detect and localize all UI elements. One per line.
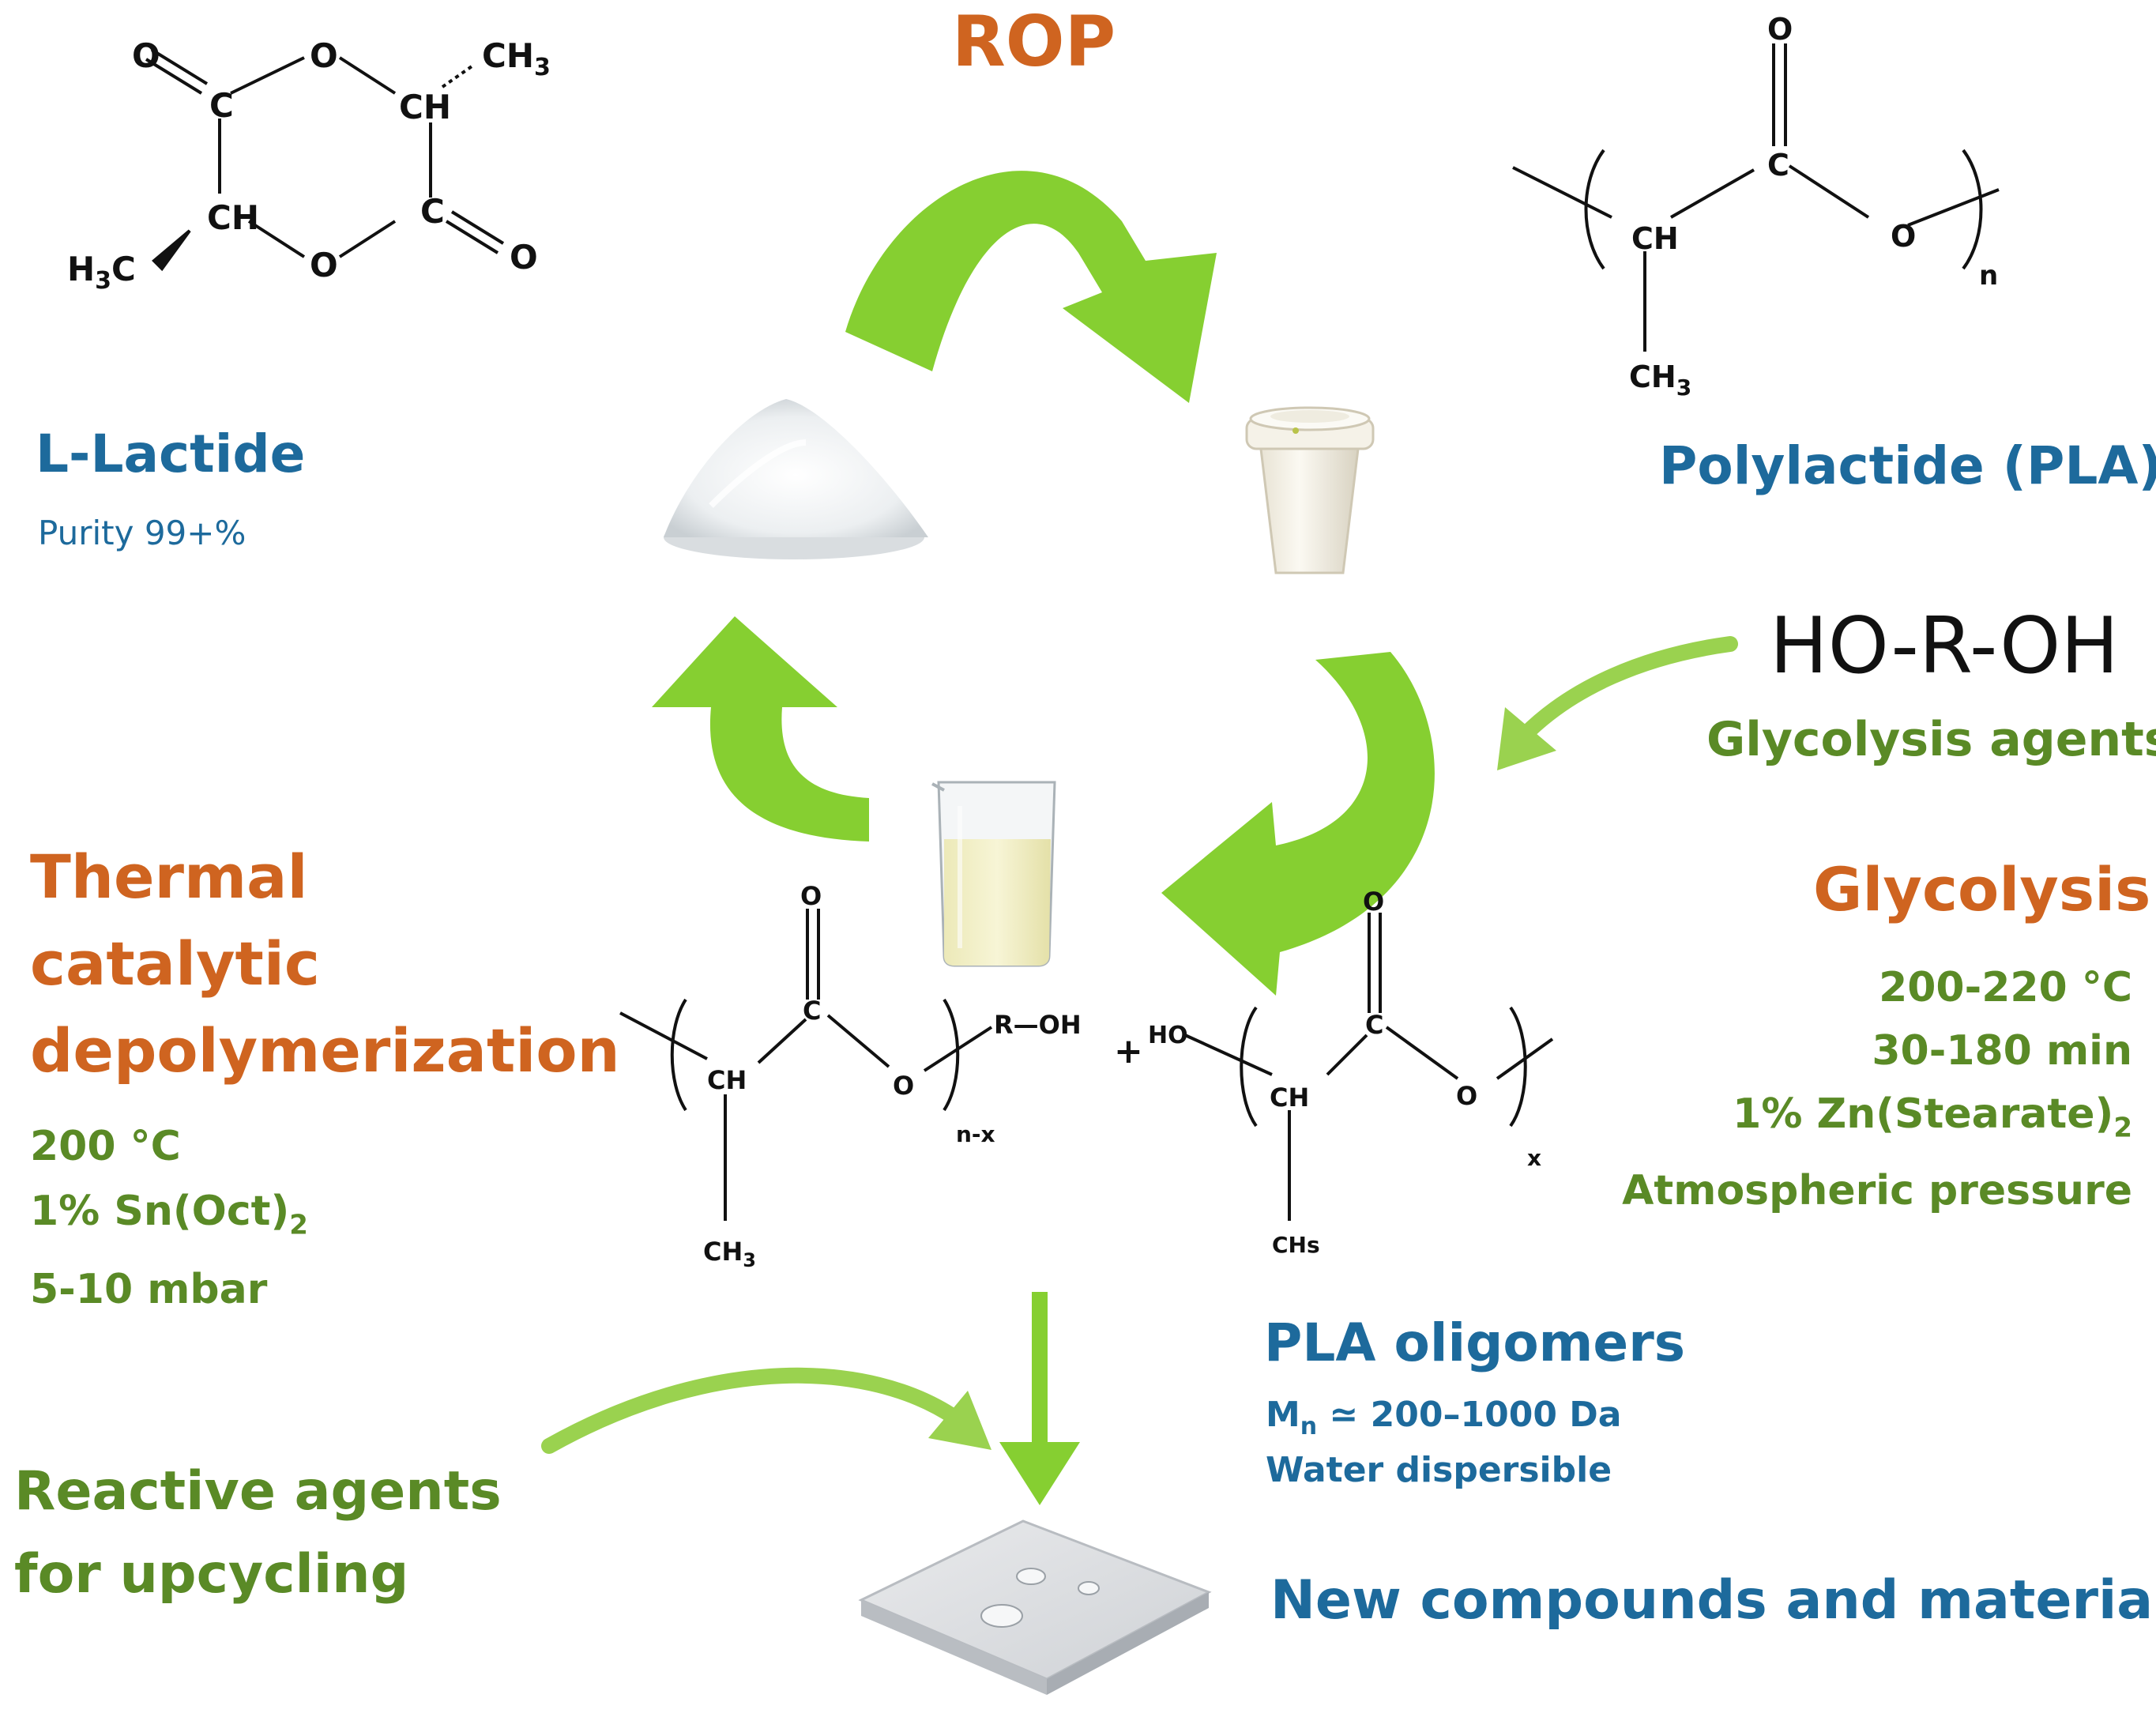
- pla-c: C: [1767, 148, 1789, 183]
- thermal-conditions: 200 °C 1% Sn(Oct)2 5-10 mbar: [30, 1114, 308, 1322]
- glycolysis-catalyst: 1% Zn(Stearate)2: [1622, 1083, 2132, 1159]
- oligomers-mn: Mn ≃ 200–1000 Da: [1266, 1395, 1622, 1441]
- pla-n: n: [1979, 260, 1998, 292]
- lactide-o1: O: [132, 36, 160, 75]
- reactive-agents-arrow: [541, 1367, 991, 1454]
- olig-left-ch3: CH3: [703, 1237, 756, 1271]
- olig-right-ch: CH: [1270, 1083, 1309, 1113]
- olig-left-roh: R—OH: [994, 1010, 1082, 1040]
- olig-right-o: O: [1456, 1081, 1477, 1111]
- thermal-catalyst: 1% Sn(Oct)2: [30, 1179, 308, 1257]
- cycle-arrow-right: [1161, 652, 1435, 996]
- beaker-image: [931, 781, 1056, 967]
- glycol-agent-label: Glycolysis agents: [1706, 712, 2156, 767]
- oligomers-mn-value: ≃ 200–1000 Da: [1317, 1395, 1622, 1435]
- lactide-name: L-Lactide: [36, 424, 306, 484]
- thermal-catalyst-sub: 2: [289, 1209, 308, 1241]
- oligomer-structure-right: [1184, 913, 1554, 1221]
- lactide-o2: O: [310, 36, 338, 75]
- thermal-pressure: 5-10 mbar: [30, 1266, 268, 1314]
- new-materials-label: New compounds and materials: [1270, 1569, 2156, 1632]
- pla-o-chain: O: [1891, 219, 1916, 254]
- pla-ch3: CH3: [1629, 360, 1691, 401]
- lactide-h3c: H3C: [67, 250, 136, 295]
- olig-left-ch: CH: [707, 1065, 747, 1095]
- lactide-ch1: CH: [399, 88, 451, 126]
- oligomer-left-atom-labels: O C CH O n-x R—OH CH3: [703, 881, 1082, 1271]
- oligomer-structure-left: [619, 909, 993, 1221]
- plus-sign: +: [1114, 1031, 1143, 1071]
- film-plate-image: [858, 1519, 1212, 1695]
- glycolysis-title: Glycolysis: [1813, 854, 2151, 924]
- glycolysis-time: 30-180 min: [1872, 1027, 2132, 1075]
- olig-left-o: O: [893, 1071, 914, 1101]
- reactive-label: Reactive agents for upcycling: [14, 1450, 502, 1616]
- pla-structure: [1512, 43, 2000, 352]
- glycol-agent-formula: HO-R-OH: [1770, 601, 2119, 691]
- olig-right-o-top: O: [1363, 887, 1384, 917]
- lactide-structure: [145, 48, 505, 272]
- olig-left-c: C: [803, 996, 821, 1026]
- lactide-atom-labels: O O O O C C CH CH CH3 H3C: [67, 36, 551, 295]
- olig-left-nx: n-x: [956, 1121, 995, 1147]
- glycolysis-agent-arrow: [1497, 636, 1738, 770]
- thermal-line1: Thermal: [30, 842, 308, 912]
- rop-title: ROP: [952, 1, 1116, 82]
- lactide-powder-image: [664, 399, 928, 559]
- thermal-temp: 200 °C: [30, 1123, 181, 1170]
- thermal-title: Thermal catalytic depolymerization: [30, 834, 620, 1094]
- reactive-line2: for upcycling: [14, 1543, 409, 1606]
- down-arrow: [999, 1292, 1080, 1505]
- oligomers-mn-sub: n: [1300, 1412, 1318, 1440]
- pla-ch: CH: [1631, 221, 1679, 256]
- oligomers-mn-letter: M: [1266, 1395, 1300, 1435]
- thermal-line3: depolymerization: [30, 1015, 620, 1086]
- olig-right-c: C: [1365, 1010, 1383, 1040]
- glycolysis-temp: 200-220 °C: [1879, 964, 2132, 1011]
- olig-right-x: x: [1527, 1145, 1541, 1171]
- lactide-ch3-top: CH3: [482, 36, 551, 81]
- oligomers-dispersible: Water dispersible: [1266, 1450, 1612, 1490]
- glycolysis-catalyst-sub: 2: [2113, 1112, 2132, 1144]
- lactide-c1: C: [209, 86, 234, 125]
- pla-cup-image: [1245, 406, 1375, 574]
- pla-o-top: O: [1767, 12, 1793, 47]
- glycolysis-conditions: 200-220 °C 30-180 min 1% Zn(Stearate)2 A…: [1622, 956, 2132, 1222]
- cycle-arrow-left: [652, 616, 869, 924]
- glycolysis-catalyst-text: 1% Zn(Stearate): [1733, 1090, 2114, 1138]
- lactide-purity: Purity 99+%: [38, 514, 246, 552]
- cycle-arrow-top: [845, 171, 1217, 403]
- lactide-o4: O: [310, 246, 338, 284]
- lactide-c2: C: [420, 192, 445, 231]
- reactive-line1: Reactive agents: [14, 1460, 502, 1523]
- thermal-catalyst-text: 1% Sn(Oct): [30, 1188, 290, 1235]
- oligomer-right-atom-labels: HO O C CH O x CHs: [1148, 887, 1541, 1258]
- lactide-ch2: CH: [207, 198, 259, 237]
- lactide-o3: O: [510, 238, 538, 277]
- pla-atom-labels: O C CH O n CH3: [1629, 12, 1998, 401]
- pla-name: Polylactide (PLA): [1659, 435, 2156, 496]
- glycolysis-pressure: Atmospheric pressure: [1622, 1167, 2132, 1215]
- olig-right-ho: HO: [1148, 1022, 1188, 1049]
- thermal-line2: catalytic: [30, 928, 320, 999]
- olig-right-ch3: CHs: [1272, 1232, 1320, 1258]
- olig-left-o-top: O: [800, 881, 822, 911]
- oligomers-title: PLA oligomers: [1264, 1312, 1686, 1373]
